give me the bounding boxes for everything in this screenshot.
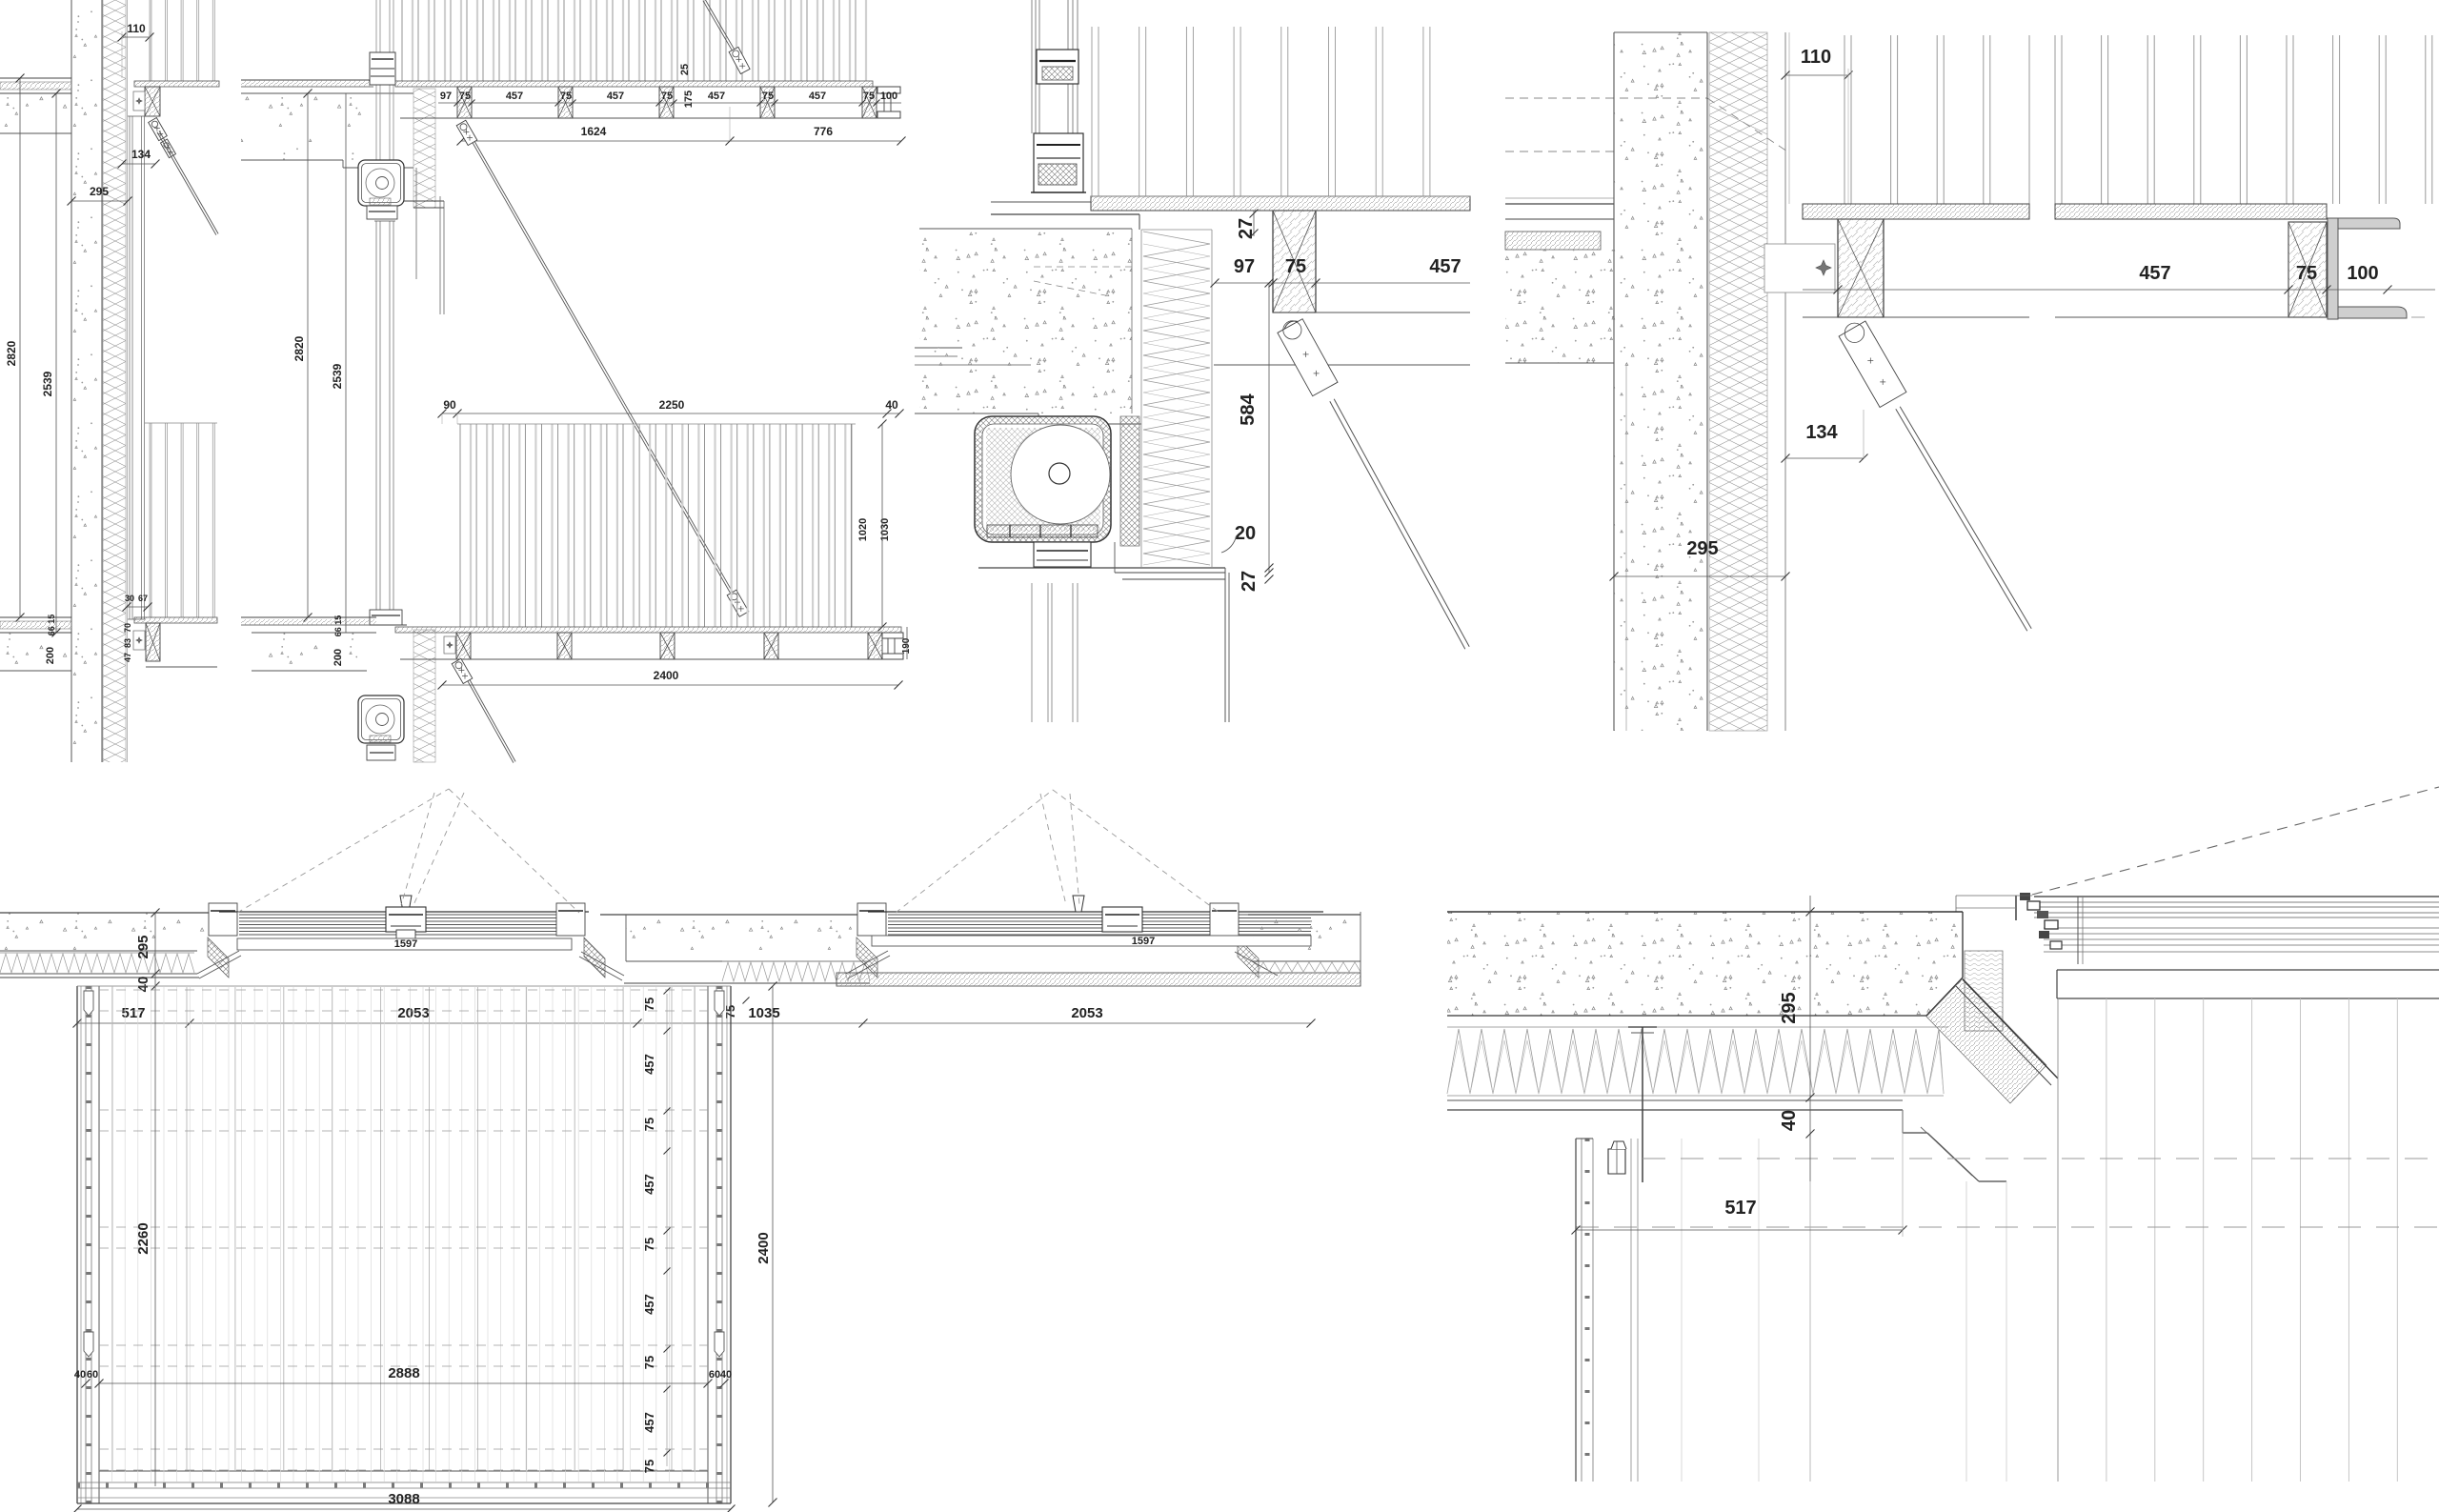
svg-text:75: 75 — [642, 1118, 656, 1131]
svg-text:2053: 2053 — [1071, 1005, 1102, 1021]
svg-text:60: 60 — [87, 1369, 98, 1381]
svg-text:66 15: 66 15 — [333, 615, 343, 637]
svg-text:27: 27 — [1236, 218, 1257, 239]
svg-text:97: 97 — [440, 91, 452, 102]
svg-text:83: 83 — [123, 638, 132, 648]
svg-text:2539: 2539 — [41, 371, 54, 396]
svg-text:75: 75 — [642, 998, 656, 1011]
svg-text:190: 190 — [901, 637, 912, 654]
svg-text:2539: 2539 — [331, 363, 344, 389]
svg-text:25: 25 — [679, 64, 691, 75]
svg-text:457: 457 — [506, 91, 523, 102]
svg-text:2888: 2888 — [388, 1365, 419, 1381]
svg-text:75: 75 — [642, 1460, 656, 1473]
svg-text:457: 457 — [2139, 263, 2170, 284]
svg-text:110: 110 — [127, 22, 146, 35]
svg-text:75: 75 — [459, 91, 471, 102]
svg-text:175: 175 — [683, 91, 695, 108]
svg-text:66 15: 66 15 — [47, 615, 56, 636]
svg-text:2250: 2250 — [659, 398, 685, 412]
svg-text:457: 457 — [1429, 256, 1461, 277]
svg-text:200: 200 — [45, 647, 56, 664]
svg-text:40: 40 — [720, 1369, 732, 1381]
svg-text:60: 60 — [709, 1369, 720, 1381]
svg-text:75: 75 — [863, 91, 875, 102]
svg-text:70: 70 — [123, 623, 132, 633]
svg-text:134: 134 — [131, 148, 151, 161]
svg-text:1597: 1597 — [394, 938, 417, 950]
svg-text:457: 457 — [642, 1294, 656, 1315]
svg-text:75: 75 — [642, 1356, 656, 1369]
svg-text:90: 90 — [443, 398, 456, 412]
svg-text:517: 517 — [1724, 1198, 1756, 1219]
svg-text:1597: 1597 — [1132, 936, 1155, 947]
svg-text:97: 97 — [1234, 256, 1255, 277]
svg-text:1624: 1624 — [581, 125, 607, 138]
svg-text:40: 40 — [885, 398, 898, 412]
svg-text:2400: 2400 — [756, 1232, 772, 1263]
svg-text:457: 457 — [607, 91, 624, 102]
svg-text:1030: 1030 — [879, 518, 891, 541]
svg-text:27: 27 — [1239, 571, 1260, 592]
svg-text:517: 517 — [121, 1005, 145, 1021]
svg-text:2400: 2400 — [654, 669, 679, 682]
svg-text:110: 110 — [1801, 47, 1831, 68]
svg-text:457: 457 — [642, 1054, 656, 1075]
svg-text:776: 776 — [814, 125, 833, 138]
svg-text:75: 75 — [560, 91, 572, 102]
svg-text:457: 457 — [642, 1412, 656, 1433]
svg-text:1020: 1020 — [857, 518, 869, 541]
svg-text:200: 200 — [333, 649, 344, 666]
svg-text:40: 40 — [74, 1369, 86, 1381]
svg-text:2820: 2820 — [5, 340, 18, 366]
svg-text:295: 295 — [1686, 538, 1718, 559]
svg-text:75: 75 — [1285, 256, 1306, 277]
svg-text:47: 47 — [123, 653, 132, 662]
svg-text:2260: 2260 — [135, 1222, 151, 1254]
svg-text:584: 584 — [1238, 393, 1259, 425]
svg-text:75: 75 — [661, 91, 673, 102]
svg-text:3088: 3088 — [388, 1491, 419, 1507]
svg-text:1035: 1035 — [748, 1005, 779, 1021]
svg-text:2053: 2053 — [397, 1005, 429, 1021]
svg-text:457: 457 — [708, 91, 725, 102]
svg-text:20: 20 — [1235, 523, 1256, 544]
svg-text:457: 457 — [642, 1174, 656, 1195]
svg-text:100: 100 — [880, 91, 897, 102]
svg-text:40: 40 — [135, 977, 151, 993]
svg-text:295: 295 — [1779, 992, 1800, 1023]
svg-text:134: 134 — [1805, 422, 1838, 443]
svg-text:2820: 2820 — [292, 335, 306, 361]
svg-text:40: 40 — [1779, 1110, 1800, 1131]
svg-text:75: 75 — [2296, 263, 2317, 284]
svg-text:295: 295 — [90, 185, 109, 198]
svg-text:100: 100 — [2347, 263, 2378, 284]
svg-text:75: 75 — [642, 1238, 656, 1251]
svg-text:67: 67 — [138, 594, 148, 603]
svg-text:75: 75 — [762, 91, 774, 102]
svg-text:295: 295 — [135, 935, 151, 958]
svg-text:457: 457 — [809, 91, 826, 102]
svg-text:30: 30 — [125, 594, 134, 603]
